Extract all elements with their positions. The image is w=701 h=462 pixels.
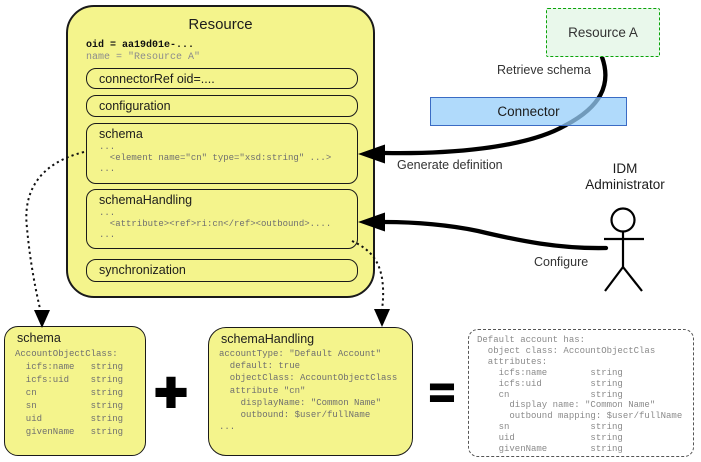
generate-definition-label: Generate definition <box>397 158 503 172</box>
retrieve-schema-label: Retrieve schema <box>497 63 591 77</box>
schema-handling-detail-box: schemaHandling accountType: "Default Acc… <box>208 327 413 456</box>
equals-operator: = <box>428 367 456 418</box>
schema-detail-title: schema <box>17 331 61 345</box>
result-box-code: Default account has: object class: Accou… <box>477 335 683 455</box>
section-synchronization: synchronization <box>86 259 358 282</box>
resource-oid: oid = aa19d01e-... <box>86 40 195 51</box>
plus-operator: + <box>153 359 189 424</box>
result-box: Default account has: object class: Accou… <box>468 329 694 457</box>
resource-panel: Resource oid = aa19d01e-... name = "Reso… <box>66 5 375 298</box>
schema-handling-detail-arrowhead <box>374 309 390 327</box>
section-label: schemaHandling <box>99 193 193 207</box>
section-schema-handling: schemaHandling ... <attribute><ref>ri:cn… <box>86 189 358 249</box>
configure-label: Configure <box>534 255 589 269</box>
section-configuration: configuration <box>86 95 358 117</box>
schema-handling-code: ... <attribute><ref>ri:cn</ref><outbound… <box>99 208 332 240</box>
section-label: connectorRef oid=.... <box>99 72 215 86</box>
stick-figure-right-leg <box>622 266 643 292</box>
resource-a-label: Resource A <box>568 25 638 40</box>
actor-label-line1: IDM <box>612 161 638 176</box>
configure-curve <box>382 219 609 251</box>
stick-figure-head <box>610 207 636 233</box>
connector-box: Connector <box>430 97 627 126</box>
schema-handling-detail-title: schemaHandling <box>221 332 315 346</box>
connector-label: Connector <box>497 104 560 119</box>
schema-detail-code: AccountObjectClass: icfs:name string icf… <box>15 349 124 437</box>
resource-title: Resource <box>188 16 253 33</box>
section-schema: schema ... <element name="cn" type="xsd:… <box>86 123 358 184</box>
schema-code: ... <element name="cn" type="xsd:string"… <box>99 142 332 174</box>
section-label: synchronization <box>99 263 186 277</box>
stick-figure-left-leg <box>604 266 624 292</box>
schema-handling-detail-code: accountType: "Default Account" default: … <box>219 349 398 433</box>
resource-a-box: Resource A <box>546 8 660 57</box>
idm-administrator-label: IDM Administrator <box>577 161 673 193</box>
stick-figure-icon <box>604 207 644 292</box>
actor-label-line2: Administrator <box>585 177 665 192</box>
resource-name: name = "Resource A" <box>86 52 201 63</box>
section-label: schema <box>99 127 143 141</box>
schema-detail-box: schema AccountObjectClass: icfs:name str… <box>4 326 146 456</box>
section-label: configuration <box>99 99 171 113</box>
section-connector-ref: connectorRef oid=.... <box>86 68 358 89</box>
